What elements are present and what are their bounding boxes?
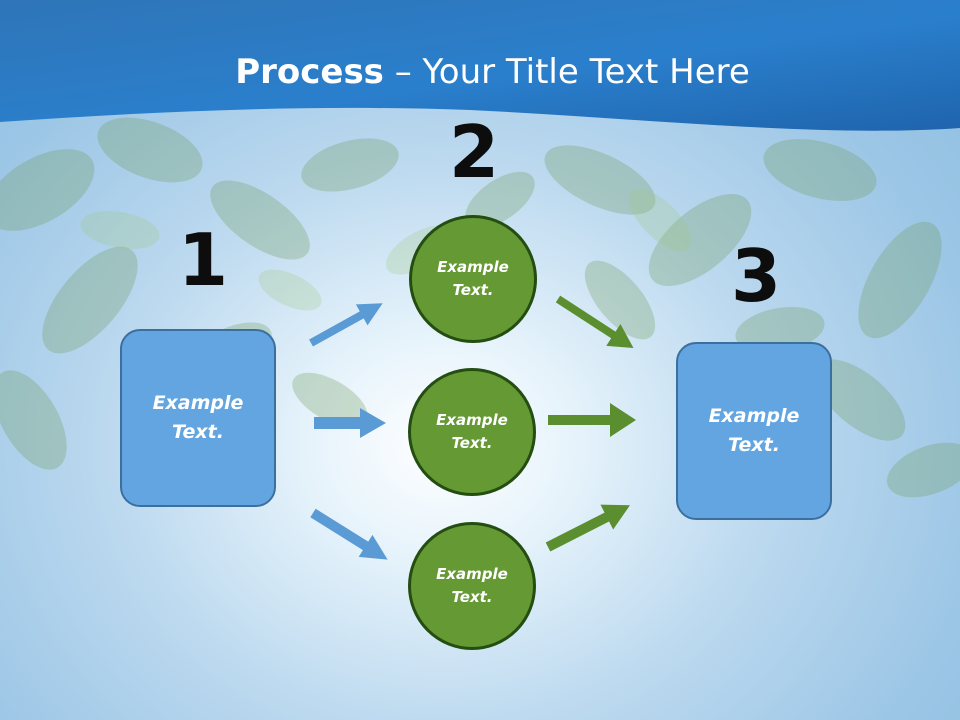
step-2-circle-middle: Example Text. [408, 368, 536, 496]
arrow-green-down-icon [555, 295, 634, 349]
circle-middle-text-line2: Text. [451, 434, 493, 452]
arrow-blue-down-icon [310, 508, 388, 560]
step-2-circle-bottom: Example Text. [408, 522, 536, 650]
step-3-text-line2: Text. [728, 434, 780, 456]
step-1-box: Example Text. [120, 329, 276, 507]
circle-bottom-text-line1: Example [436, 565, 508, 583]
circle-bottom-text-line2: Text. [451, 588, 493, 606]
step-number-2: 2 [449, 110, 500, 194]
step-number-1: 1 [178, 218, 229, 302]
step-3-box: Example Text. [676, 342, 832, 520]
circle-top-text-line2: Text. [452, 281, 494, 299]
circle-middle-text-line1: Example [436, 411, 508, 429]
title-banner [0, 0, 960, 131]
page-title: Process – Your Title Text Here [0, 52, 960, 92]
title-rest: – Your Title Text Here [383, 52, 750, 92]
step-3-text-line1: Example [708, 405, 800, 427]
arrow-green-up-icon [545, 504, 630, 552]
arrow-blue-right-icon [314, 408, 386, 438]
step-1-text-line1: Example [152, 392, 244, 414]
step-2-circle-top: Example Text. [409, 215, 537, 343]
circle-top-text-line1: Example [437, 258, 509, 276]
step-1-text-line2: Text. [172, 421, 224, 443]
step-number-3: 3 [731, 234, 782, 318]
title-bold: Process [235, 52, 384, 92]
arrow-blue-up-icon [309, 303, 383, 347]
arrow-green-right-icon [548, 403, 636, 437]
